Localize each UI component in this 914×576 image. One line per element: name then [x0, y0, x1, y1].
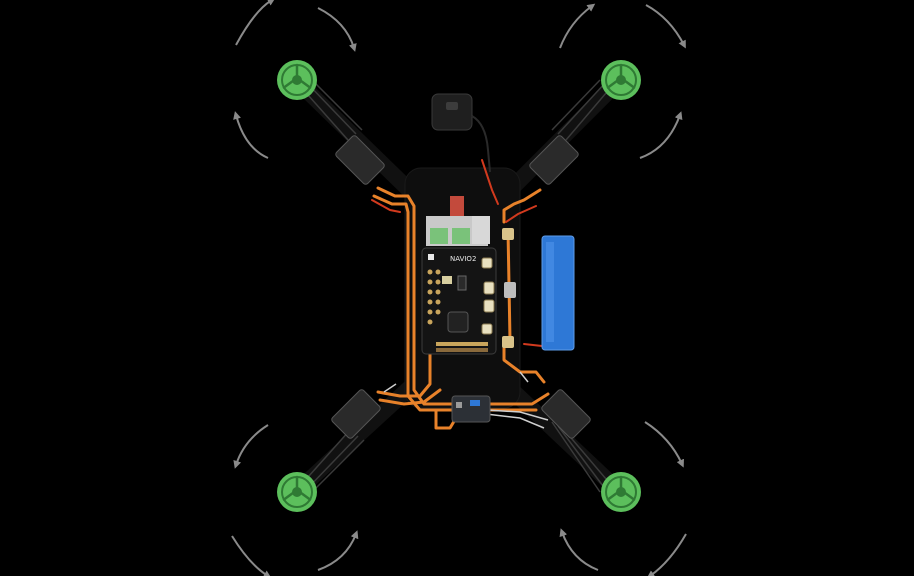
- rotation-arrow-icon: [317, 530, 359, 571]
- rotation-arrow-icon: [639, 111, 683, 159]
- rotation-arrow-icon: [559, 528, 599, 571]
- rotation-arrow-icon: [646, 533, 687, 576]
- power-connectors: [502, 228, 516, 348]
- motor-leads: [299, 79, 613, 493]
- wiring-white: [383, 371, 549, 429]
- esc-rear-right: [541, 389, 591, 439]
- propeller-icon: [599, 58, 643, 102]
- board-logo: [428, 254, 434, 260]
- board-chip: [447, 311, 469, 333]
- rotation-arrow-icon: [233, 111, 269, 159]
- battery-icon: [541, 235, 575, 351]
- wiring-red: [371, 159, 543, 347]
- esc-front-right: [529, 135, 579, 185]
- esc-modules: [331, 135, 591, 439]
- board-pads: [427, 269, 441, 325]
- rotation-arrow-icon: [231, 535, 272, 576]
- board-connectors: [481, 257, 495, 335]
- rotation-arrow-icon: [645, 4, 686, 49]
- propeller-icon: [275, 58, 319, 102]
- rotation-arrow-icon: [559, 3, 596, 49]
- wiring-orange: [372, 186, 550, 430]
- servo-rail: [436, 342, 488, 352]
- rc-receiver: [451, 395, 491, 423]
- esc-front-left: [335, 135, 385, 185]
- navio2-board: NAVIO2: [421, 247, 497, 355]
- propeller-icon: [599, 470, 643, 514]
- rotation-arrow-icon: [644, 421, 684, 468]
- board-label: NAVIO2: [450, 255, 476, 263]
- rotation-arrow-icon: [317, 7, 357, 52]
- usb-ports: [426, 196, 490, 246]
- propeller-icon: [275, 470, 319, 514]
- rotation-arrow-icon: [235, 0, 276, 46]
- rotation-arrows: [231, 0, 687, 576]
- rotation-arrow-icon: [233, 424, 269, 469]
- gps-antenna-icon: [431, 93, 491, 173]
- esc-rear-left: [331, 389, 381, 439]
